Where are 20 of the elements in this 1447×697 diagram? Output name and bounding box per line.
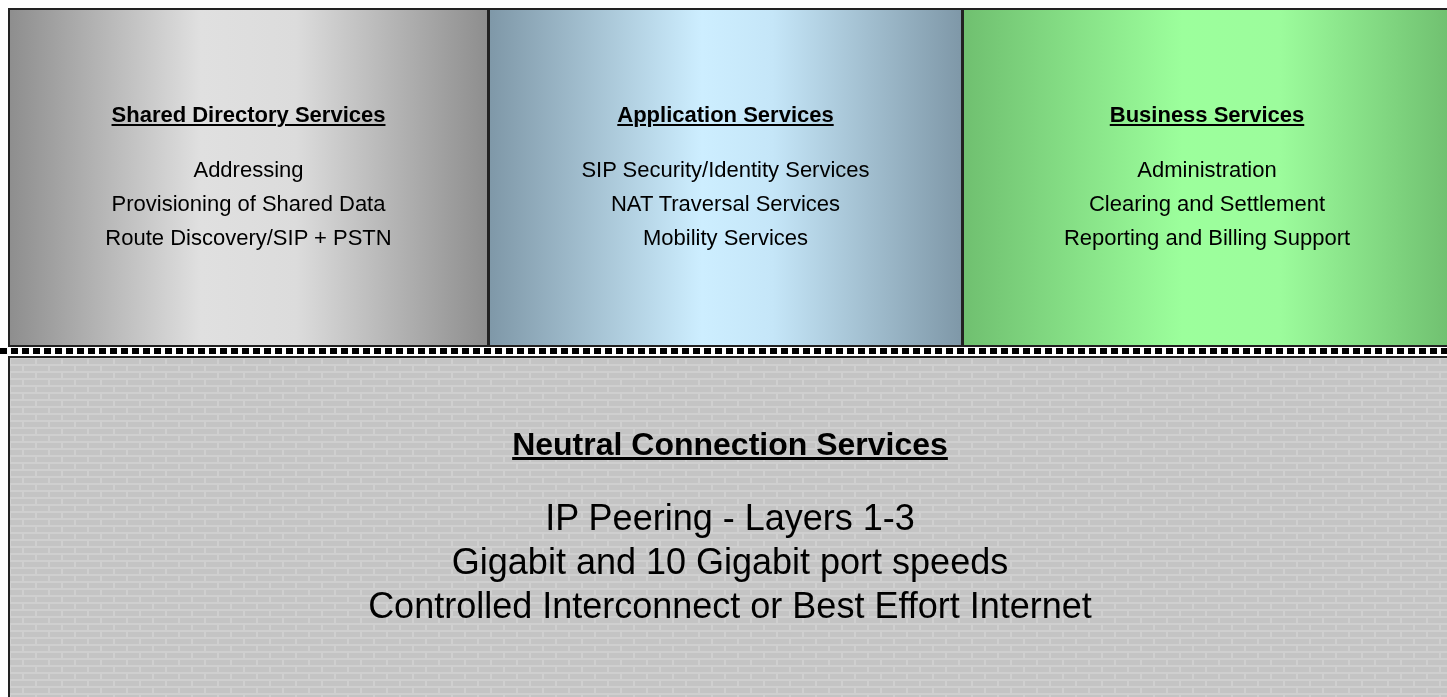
service-item: Gigabit and 10 Gigabit port speeds [451, 540, 1009, 584]
service-item: NAT Traversal Services [611, 190, 840, 218]
service-item: Administration [1137, 156, 1277, 184]
service-item: Clearing and Settlement [1089, 190, 1325, 218]
service-item: SIP Security/Identity Services [581, 156, 870, 184]
service-item: Reporting and Billing Support [1063, 224, 1351, 252]
service-item: Route Discovery/SIP + PSTN [105, 224, 392, 252]
service-panel [8, 356, 1447, 697]
service-panel [488, 8, 963, 347]
panel-heading: Business Services [1109, 101, 1305, 129]
service-item: IP Peering - Layers 1-3 [545, 496, 915, 540]
panel-heading: Application Services [617, 101, 834, 129]
service-item: Addressing [193, 156, 304, 184]
panel-heading: Neutral Connection Services [512, 425, 948, 464]
service-panel [962, 8, 1447, 347]
service-item: Mobility Services [642, 224, 808, 252]
service-panel [8, 8, 489, 347]
service-item: Controlled Interconnect or Best Effort Internet [368, 584, 1092, 628]
service-item: Provisioning of Shared Data [111, 190, 386, 218]
panel-heading: Shared Directory Services [111, 101, 386, 129]
